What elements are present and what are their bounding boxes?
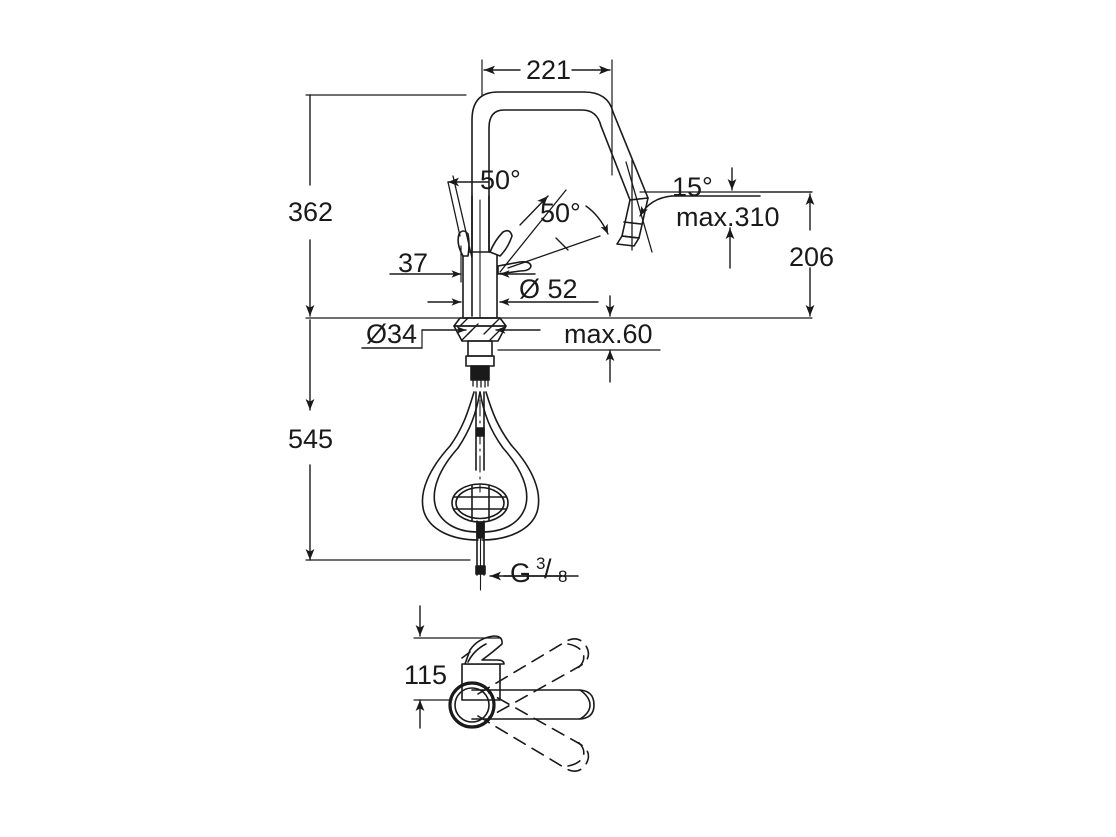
label-50-deg-right: 50° — [540, 198, 581, 228]
label-545: 545 — [288, 424, 333, 454]
dimension-115 — [413, 605, 501, 729]
label-dia-34: Ø34 — [366, 319, 417, 349]
plan-spout-ghost-down — [477, 692, 590, 772]
angle-callout-50-right — [499, 189, 609, 273]
spout-inner-contour — [488, 109, 631, 251]
dimension-labels: 221 362 545 37 Ø 52 Ø34 15° max.310 206 … — [288, 55, 834, 690]
label-206: 206 — [789, 242, 834, 272]
dimension-221 — [481, 59, 613, 176]
angle50l-leg-a — [452, 175, 473, 259]
label-15-deg: 15° — [672, 172, 713, 202]
angle50r-leader-curve — [585, 205, 609, 235]
shank-body — [467, 340, 493, 357]
label-g38-slash: / — [544, 554, 552, 584]
angle-15-leg-tilted — [625, 161, 653, 253]
plan-pivot-ring-outer — [448, 681, 496, 729]
plan-lever-edge — [461, 651, 471, 659]
hose-inner-lower — [479, 391, 528, 533]
dimension-545 — [305, 319, 471, 561]
label-dia-52: Ø 52 — [519, 274, 578, 304]
plan-lever-shadow — [467, 643, 487, 663]
flange-taper — [453, 325, 507, 342]
label-g38-numerator: 3 — [536, 554, 545, 573]
label-max-310: max.310 — [676, 202, 780, 232]
dimension-37 — [389, 245, 536, 283]
angle50l-leg-b — [447, 181, 461, 237]
angle50r-arrow — [519, 195, 549, 226]
label-221: 221 — [526, 55, 571, 85]
spout-outer-contour — [471, 91, 649, 317]
flange-hatch — [459, 317, 501, 341]
hose-inner — [481, 391, 540, 541]
hose-weight-inner — [455, 486, 505, 520]
label-50-deg-left: 50° — [480, 165, 521, 195]
lever-handle-tilt-left — [489, 229, 513, 257]
label-115: 115 — [404, 660, 447, 690]
label-362: 362 — [288, 197, 333, 227]
label-g38-letter: G — [510, 558, 531, 588]
plan-lever-top — [464, 635, 505, 665]
plan-pivot-ring-inner — [454, 687, 490, 723]
dimension-max-60 — [497, 295, 661, 383]
hose-tail-collar — [476, 521, 485, 539]
hose-outer-lower — [433, 391, 481, 533]
spray-head-lower — [616, 235, 640, 247]
dimension-362 — [305, 94, 467, 317]
shank-nut — [465, 355, 495, 367]
angle-callout-50-left — [447, 175, 489, 259]
faucet-plan-view — [448, 635, 595, 772]
angle50r-leg-a — [499, 189, 567, 273]
label-37: 37 — [398, 248, 428, 278]
dimension-206 — [759, 191, 815, 317]
thread-tails — [472, 379, 489, 388]
shank-thread — [470, 365, 490, 381]
label-max-60: max.60 — [564, 319, 653, 349]
plan-spout-tip-cap — [579, 689, 591, 720]
dimension-dia-34 — [361, 317, 541, 349]
label-g38-denominator: 8 — [558, 567, 567, 586]
angle50r-tick — [555, 237, 569, 251]
hose-stem-collar — [476, 427, 485, 437]
angle-15-leader-curve — [639, 195, 673, 217]
label-g38-group: G 3 / 8 — [510, 554, 567, 588]
plan-spout-ghost-up — [477, 638, 590, 718]
plan-spout-center — [471, 689, 595, 720]
dimension-15-deg — [625, 159, 813, 253]
hose-outer — [421, 391, 479, 541]
spray-head-outline — [621, 197, 649, 239]
angle50r-leg-b — [507, 235, 601, 269]
